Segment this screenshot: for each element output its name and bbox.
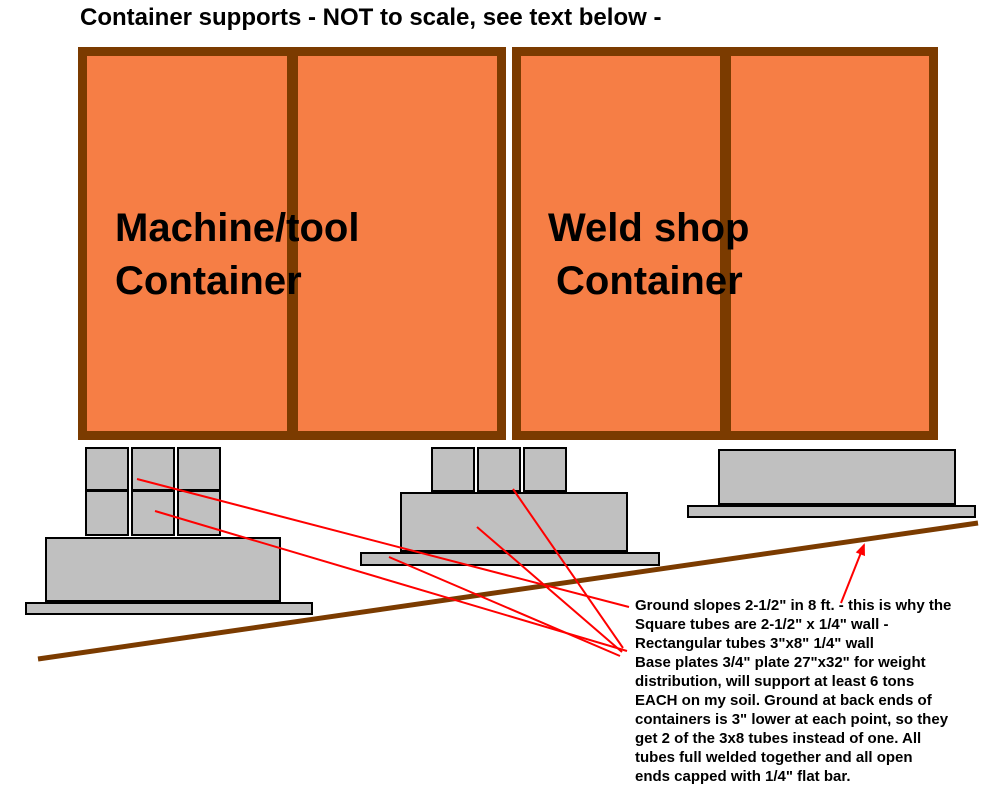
note-line: Rectangular tubes 3"x8" 1/4" wall (635, 635, 874, 652)
support-middle-base-plate (360, 552, 660, 566)
support-left-square-tube (85, 490, 129, 536)
note-line: tubes full welded together and all open (635, 749, 913, 766)
support-middle-square-tube (431, 447, 475, 492)
label-weld-shop: Weld shop Container (548, 202, 749, 308)
label-line: Weld shop (548, 206, 750, 250)
container-weld-shop (512, 47, 938, 440)
support-left-square-tube (85, 447, 129, 491)
support-left-square-tube (177, 490, 221, 536)
support-right-rect-tube (718, 449, 956, 505)
support-middle-rect-tube (400, 492, 628, 552)
notes-text: Ground slopes 2-1/2" in 8 ft. - this is … (635, 596, 987, 786)
support-left-square-tube (131, 490, 175, 536)
support-middle-square-tube (477, 447, 521, 492)
annotation-arrow-ground (840, 543, 865, 604)
support-left-square-tube (177, 447, 221, 491)
note-line: EACH on my soil. Ground at back ends of (635, 692, 932, 709)
note-line: distribution, will support at least 6 to… (635, 673, 915, 690)
note-line: Square tubes are 2-1/2" x 1/4" wall - (635, 616, 889, 633)
container-door-panel (730, 56, 929, 431)
annotation-line-middle-plate (388, 556, 621, 657)
container-door-panel (521, 56, 720, 431)
support-middle-square-tube (523, 447, 567, 492)
support-left-base-plate (25, 602, 313, 615)
note-line: Ground slopes 2-1/2" in 8 ft. - this is … (635, 597, 952, 614)
container-door-panel (297, 56, 497, 431)
label-machine-tool: Machine/tool Container (115, 202, 359, 308)
label-line: Container (556, 259, 743, 303)
diagram-title: Container supports - NOT to scale, see t… (80, 4, 662, 31)
support-left-square-tube (131, 447, 175, 491)
support-left-rect-tube (45, 537, 281, 602)
container-door-panel (87, 56, 287, 431)
note-line: Base plates 3/4" plate 27"x32" for weigh… (635, 654, 926, 671)
label-line: Container (115, 259, 302, 303)
support-right-base-plate (687, 505, 976, 518)
label-line: Machine/tool (115, 206, 360, 250)
container-machine-tool (78, 47, 506, 440)
note-line: containers is 3" lower at each point, so… (635, 711, 949, 728)
note-line: get 2 of the 3x8 tubes instead of one. A… (635, 730, 922, 747)
note-line: ends capped with 1/4" flat bar. (635, 768, 851, 785)
